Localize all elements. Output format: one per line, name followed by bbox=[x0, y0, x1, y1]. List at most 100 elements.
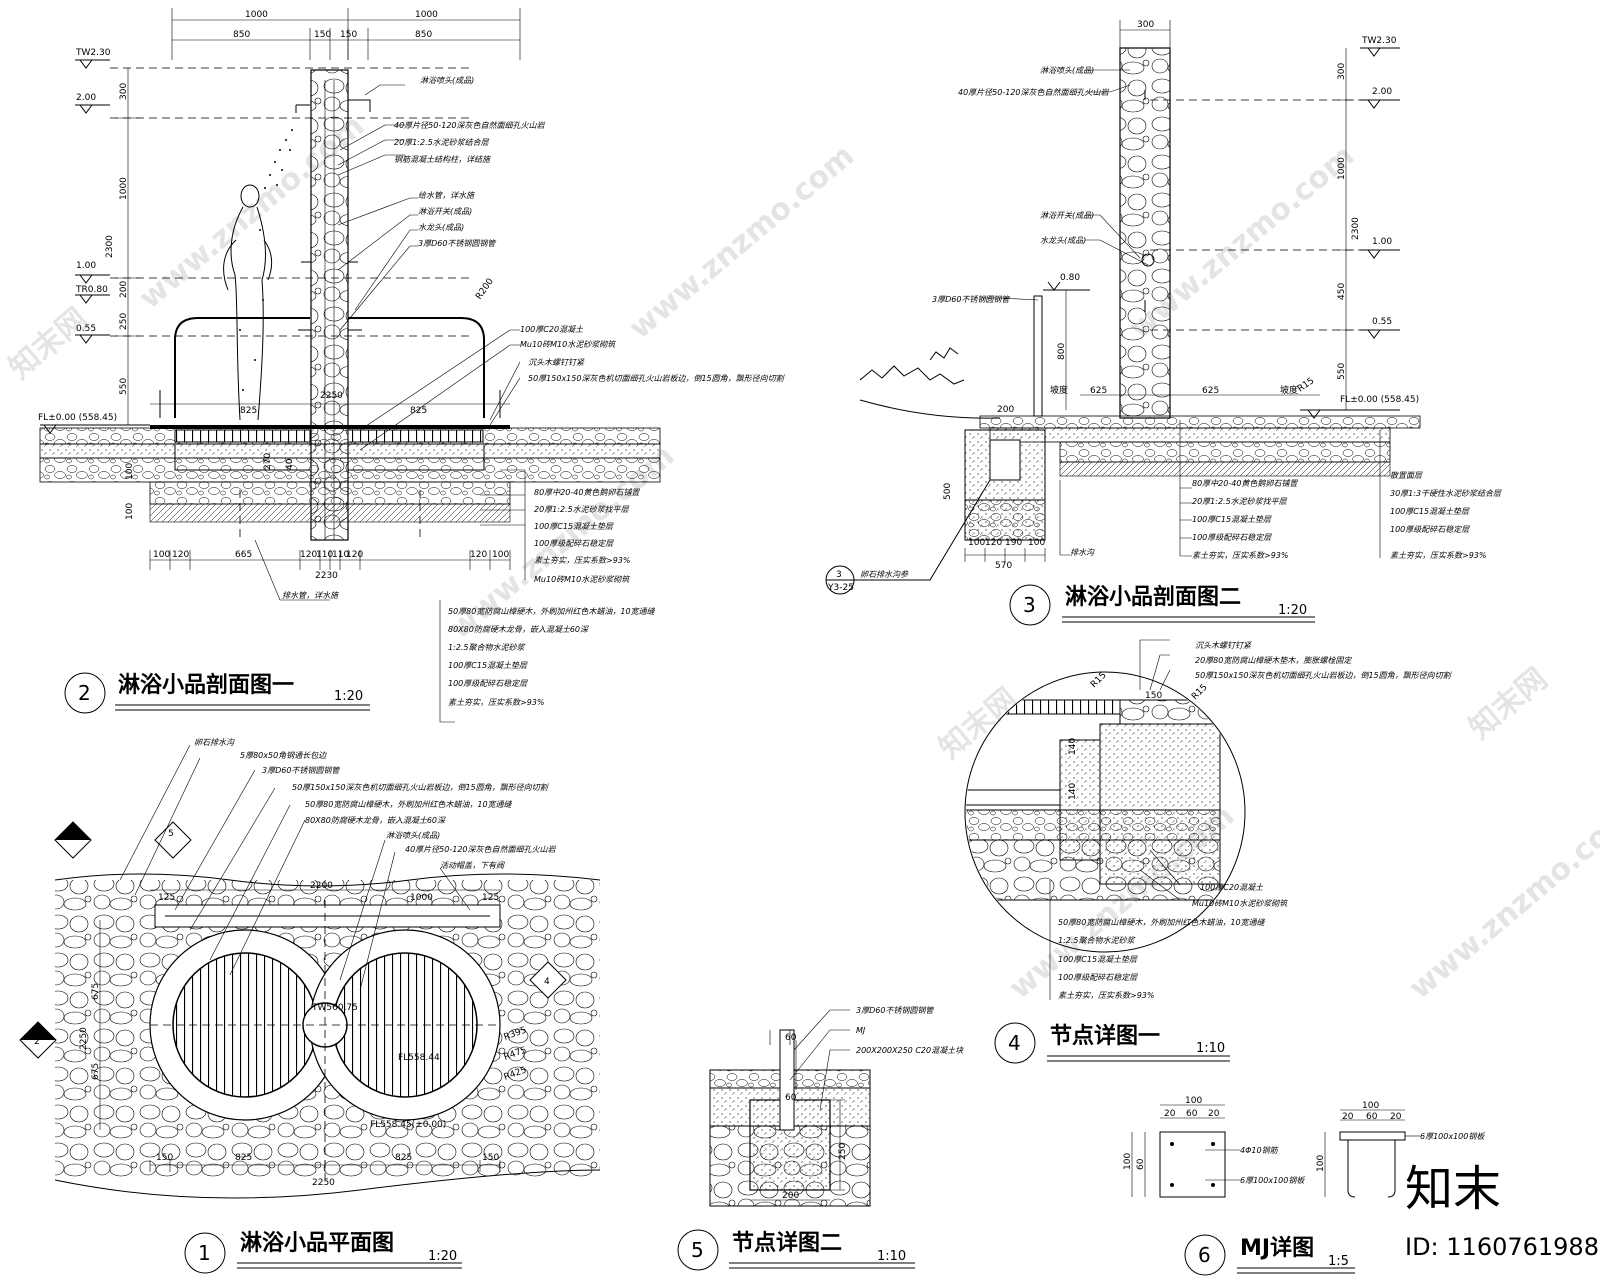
drawing-label: R15 bbox=[1190, 683, 1210, 703]
drawing-label: TR0.80 bbox=[75, 285, 108, 295]
drawing-label: 150 bbox=[1145, 691, 1162, 701]
drawing-label: 110 bbox=[316, 550, 333, 560]
dim-text: 850 bbox=[233, 30, 250, 40]
drawing-label: 190 bbox=[1005, 538, 1022, 548]
drawing-label: 1:5 bbox=[1328, 1254, 1349, 1269]
drawing-title: 6 MJ详图 1:5 bbox=[1184, 1234, 1355, 1276]
drawing-label: 素土夯实，压实系数>93% bbox=[534, 556, 630, 565]
watermark-site: www.znzmo.com bbox=[1403, 798, 1600, 1006]
drawing-label: 水龙头(成品) bbox=[418, 223, 464, 232]
drawing-label: 1000 bbox=[410, 893, 433, 903]
drawing-label: 1:10 bbox=[877, 1249, 906, 1264]
section-marker: 3 5 2 4 bbox=[19, 821, 567, 1059]
image-id-label: ID: 1160761988 bbox=[1405, 1233, 1599, 1261]
drawing-label: 排水沟 bbox=[1070, 548, 1095, 557]
dim-text: 1000 bbox=[415, 10, 438, 20]
drawing-label: 100厚级配碎石稳定层 bbox=[1192, 533, 1272, 542]
drawing-label: 6厚100x100钢板 bbox=[1420, 1132, 1485, 1141]
drawing-label: 140 bbox=[1068, 783, 1078, 800]
drawing-label: 825 bbox=[235, 1153, 252, 1163]
drawing-label: 250 bbox=[838, 1143, 848, 1160]
drawing-label: 2 bbox=[34, 1037, 40, 1047]
drawing-label: 20 bbox=[1164, 1109, 1176, 1119]
dim-text: 150 bbox=[340, 30, 357, 40]
drawing-label: 80厚中20-40黄色鹅卵石铺置 bbox=[534, 488, 640, 497]
drawing-label: 0.55 bbox=[76, 324, 96, 334]
drawing-label: 2250 bbox=[320, 391, 343, 401]
drawing-label: 120 bbox=[300, 550, 317, 560]
drawing-label: 100厚级配碎石稳定层 bbox=[534, 539, 614, 548]
drawing-label: 60 bbox=[1366, 1112, 1378, 1122]
mj-detail-drawing: 100 20 60 20 60 100 4Φ10钢筋 6厚100x100钢板 1… bbox=[1123, 1096, 1485, 1276]
drawing-label: 4 bbox=[544, 977, 550, 987]
drawing-label: 节点详图一 bbox=[1050, 1023, 1160, 1049]
drawing-label: 1000 bbox=[119, 177, 129, 200]
drawing-label: 150 bbox=[482, 1153, 499, 1163]
drawing-label: 5厚80x50角钢通长包边 bbox=[240, 751, 327, 760]
drawing-title: 3 淋浴小品剖面图二 1:20 bbox=[1009, 584, 1315, 626]
drawing-label: 20 bbox=[1208, 1109, 1220, 1119]
drawing-label: 300 bbox=[119, 83, 129, 100]
drawing-label: 1 bbox=[198, 1241, 211, 1265]
drawing-label: 20厚1:2.5水泥砂浆找平层 bbox=[1192, 497, 1288, 506]
detail-drawing-one: R15 150 R15 140 140 沉头木螺钉钉紧 20厚80宽防腐山樟硬木… bbox=[964, 639, 1453, 1064]
drawing-label: 50厚150x150深灰色机切面细孔火山岩板边，倒15圆角，飘形径向切割 bbox=[1195, 671, 1453, 680]
drawing-label: 3 bbox=[68, 829, 74, 839]
drawing-label: 800 bbox=[1057, 343, 1067, 360]
drawing-label: 150 bbox=[156, 1153, 173, 1163]
drawing-label: 100厚级配碎石稳定层 bbox=[1390, 525, 1470, 534]
drawing-label: Mu10砖M10水泥砂浆砌筑 bbox=[520, 340, 616, 349]
drawing-label: 20 bbox=[1390, 1112, 1402, 1122]
drawing-label: 100厚C20混凝土 bbox=[520, 325, 584, 334]
drawing-label: 500 bbox=[943, 483, 953, 500]
drawing-label: 2200 bbox=[310, 881, 333, 891]
drawing-label: R200 bbox=[474, 277, 496, 302]
drawing-label: 120 bbox=[470, 550, 487, 560]
drawing-title: 5 节点详图二 1:10 bbox=[677, 1229, 915, 1271]
drawing-label: 素土夯实，压实系数>93% bbox=[1058, 991, 1154, 1000]
drawing-label: 80厚中20-40黄色鹅卵石铺置 bbox=[1192, 479, 1298, 488]
drawing-label: 水龙头(成品) bbox=[1040, 236, 1086, 245]
drawing-label: 50厚150x150深灰色机切面细孔火山岩板边，倒15圆角，飘形径向切割 bbox=[292, 783, 550, 792]
drawing-label: 1:20 bbox=[334, 689, 363, 704]
drawing-label: TW2.30 bbox=[75, 48, 111, 58]
drawing-label: 1:20 bbox=[1278, 603, 1307, 618]
drawing-label: 坡度 bbox=[1280, 384, 1298, 396]
drawing-label: 卵石排水沟参 bbox=[860, 570, 909, 579]
drawing-label: 素土夯实，压实系数>93% bbox=[1390, 551, 1486, 560]
drawing-label: 60 bbox=[1136, 1158, 1146, 1170]
drawing-label: 50厚80宽防腐山樟硬木，外刷加州红色木蜡油，10宽通缝 bbox=[305, 800, 513, 809]
drawing-label: 250 bbox=[119, 313, 129, 330]
annotation: 排水管，详水施 bbox=[282, 591, 340, 600]
drawing-label: 100 bbox=[968, 538, 985, 548]
plan-drawing: TW560.75 FL558.44 FL558.45(±0.00) R395 R… bbox=[19, 738, 601, 1274]
drawing-label: FL558.44 bbox=[398, 1053, 440, 1063]
drawing-label: 2300 bbox=[105, 235, 115, 258]
drawing-label: 节点详图二 bbox=[732, 1230, 842, 1256]
drawing-label: 675 bbox=[91, 983, 101, 1000]
drawing-label: 110 bbox=[332, 550, 349, 560]
drawing-label: 665 bbox=[235, 550, 252, 560]
drawing-label: 0.80 bbox=[1060, 273, 1080, 283]
drawing-label: 淋浴小品剖面图一 bbox=[118, 672, 294, 698]
drawing-label: 3厚D60不锈钢圆钢管 bbox=[418, 239, 497, 248]
drawing-label: 825 bbox=[410, 406, 427, 416]
drawing-label: 100 bbox=[125, 463, 135, 480]
drawing-label: 1:20 bbox=[428, 1249, 457, 1264]
drawing-label: 100 bbox=[1185, 1096, 1202, 1106]
drawing-label: 270 bbox=[263, 453, 273, 470]
drawing-title: 1 淋浴小品平面图 1:20 bbox=[184, 1230, 462, 1274]
watermark-brand: 知末网 bbox=[3, 301, 94, 386]
drawing-label: 6厚100x100钢板 bbox=[1240, 1176, 1305, 1185]
drawing-label: 60 bbox=[785, 1033, 797, 1043]
watermark-site: www.znzmo.com bbox=[623, 138, 861, 346]
drawing-label: 300 bbox=[1337, 63, 1347, 80]
dim-text: 150 bbox=[314, 30, 331, 40]
drawing-label: 散置面层 bbox=[1390, 471, 1423, 480]
drawing-label: 5 bbox=[691, 1238, 704, 1262]
drawing-label: 淋浴开关(成品) bbox=[418, 207, 472, 216]
drawing-label: 50厚80宽防腐山樟硬木，外刷加州红色木蜡油，10宽通缝 bbox=[1058, 918, 1266, 927]
drawing-label: 100 bbox=[1316, 1155, 1326, 1172]
drawing-label: 1:10 bbox=[1196, 1041, 1225, 1056]
drawing-title: 2 淋浴小品剖面图一 1:20 bbox=[64, 672, 370, 714]
